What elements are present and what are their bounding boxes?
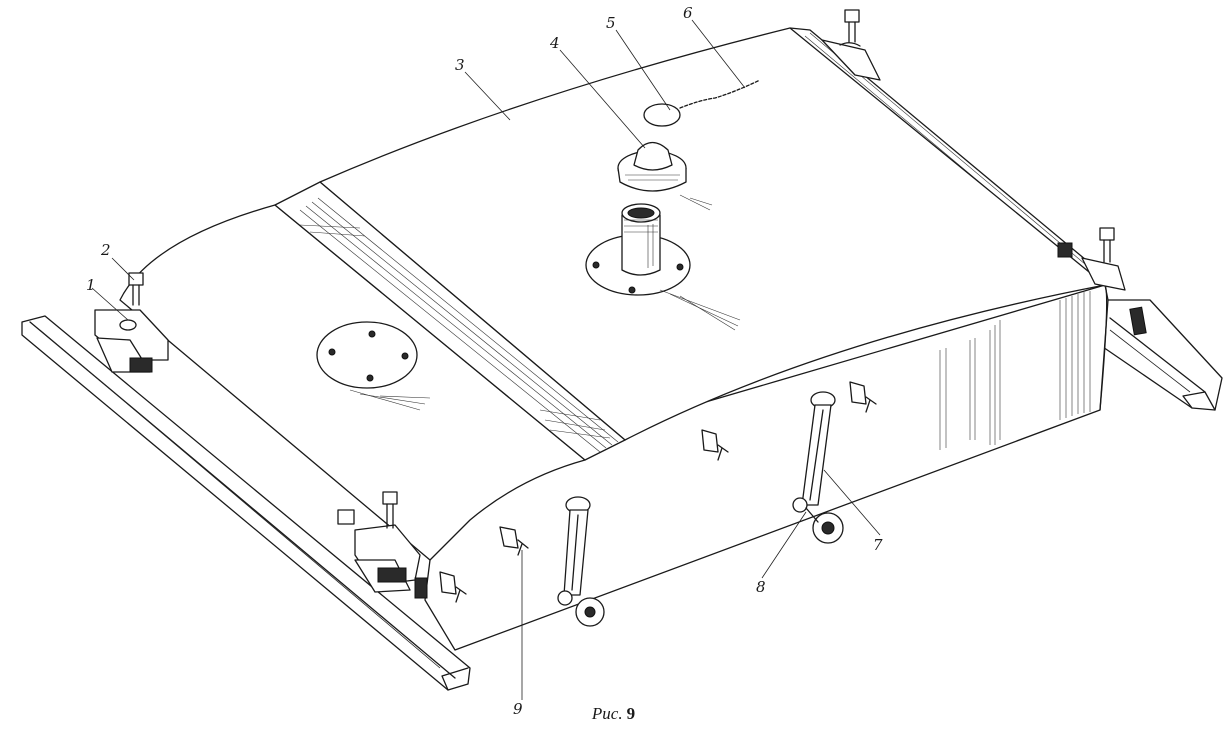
recessed-channel — [274, 181, 626, 461]
rear-left-clamp — [337, 491, 428, 599]
callout-6: 6 — [683, 4, 693, 22]
callout-4: 4 — [549, 34, 560, 52]
left-mounting-rail — [21, 315, 471, 691]
front-left-bolt — [128, 272, 144, 306]
cap-ring — [643, 103, 681, 127]
filler-neck — [585, 203, 741, 331]
filler-cap — [617, 141, 713, 211]
callout-2: 2 — [100, 241, 111, 259]
cap-chain — [679, 79, 761, 109]
callout-1: 1 — [86, 276, 96, 294]
tank-side-wall — [424, 284, 1109, 651]
callout-3: 3 — [455, 56, 465, 74]
leader-lines — [91, 19, 881, 700]
drain-cock-left — [499, 526, 529, 556]
callout-8: 8 — [756, 578, 766, 596]
level-gauge-left — [557, 496, 605, 627]
drain-cock-front — [701, 429, 729, 461]
drain-cock-right — [849, 381, 877, 413]
level-gauge-right — [792, 391, 844, 544]
caption-number: 9 — [626, 704, 636, 723]
figure-caption: Рис.9 — [0, 704, 1227, 724]
rear-right-clamp — [821, 9, 1126, 291]
callout-7: 7 — [873, 536, 883, 554]
drain-cock-far-left — [439, 571, 467, 603]
inspection-cover-plate — [316, 321, 431, 411]
caption-word: Рис. — [591, 704, 623, 723]
right-mounting-rail — [1099, 299, 1223, 411]
callout-9: 9 — [513, 700, 523, 718]
callout-5: 5 — [606, 14, 616, 32]
